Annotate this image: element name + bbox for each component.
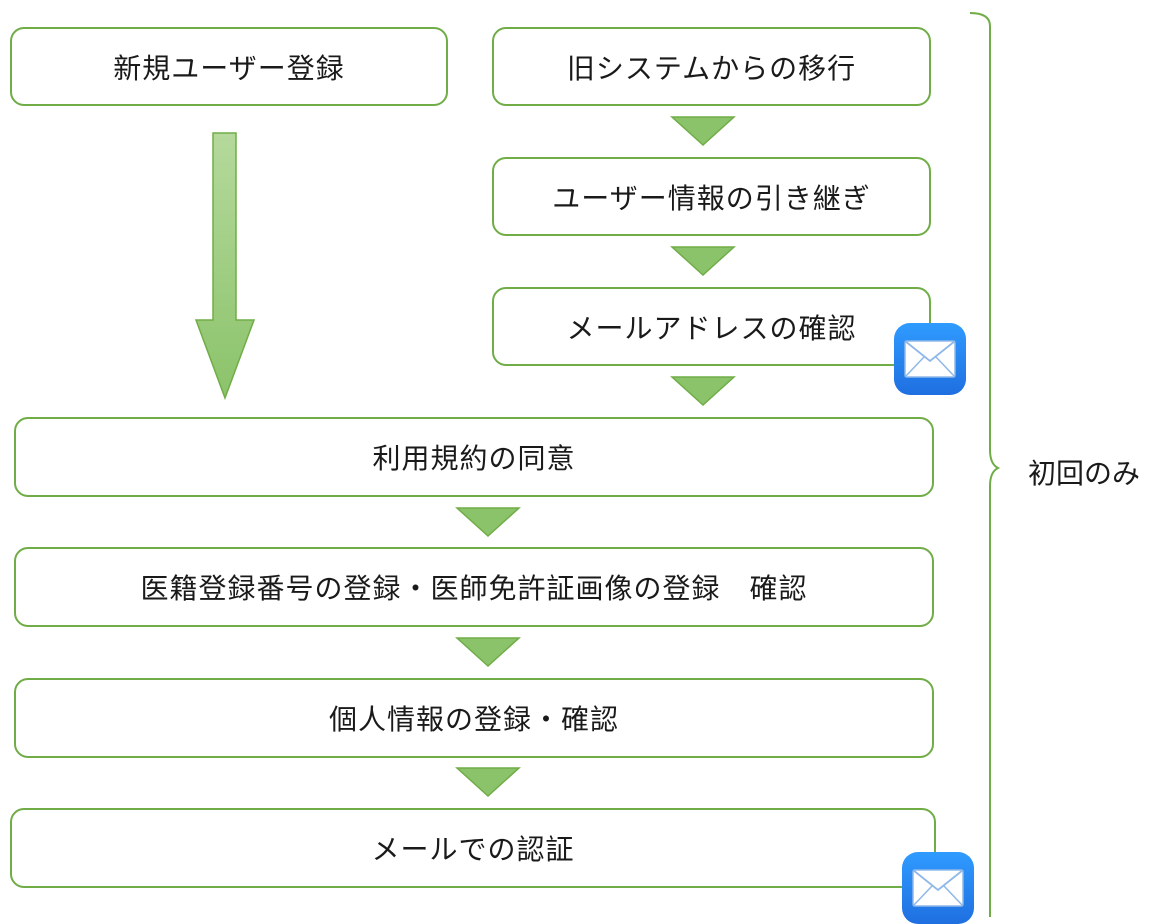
arrow-down-icon — [455, 507, 521, 538]
arrow-down-icon — [670, 376, 736, 407]
arrow-down-icon — [455, 637, 521, 668]
arrow-down-icon — [670, 116, 736, 147]
email-authentication-box: メールでの認証 — [10, 808, 936, 888]
email-authentication-label: メールでの認証 — [371, 833, 575, 866]
email-confirm-box: メールアドレスの確認 — [492, 287, 931, 366]
license-registration-label: 医籍登録番号の登録・医師免許証画像の登録 確認 — [140, 572, 808, 605]
new-user-registration-label: 新規ユーザー登録 — [113, 51, 345, 85]
migration-label: 旧システムからの移行 — [566, 51, 857, 85]
email-confirm-label: メールアドレスの確認 — [566, 311, 857, 345]
arrow-down-icon — [455, 767, 521, 798]
long-arrow-down-icon — [194, 132, 256, 401]
terms-agreement-box: 利用規約の同意 — [14, 417, 934, 497]
personal-info-box: 個人情報の登録・確認 — [14, 678, 934, 758]
inherit-user-info-label: ユーザー情報の引き継ぎ — [552, 181, 871, 215]
mail-icon — [902, 852, 974, 924]
arrow-down-icon — [670, 246, 736, 277]
new-user-registration-box: 新規ユーザー登録 — [10, 27, 448, 106]
terms-agreement-label: 利用規約の同意 — [372, 442, 576, 475]
inherit-user-info-box: ユーザー情報の引き継ぎ — [492, 157, 931, 236]
right-brace — [969, 12, 1001, 917]
mail-icon — [894, 323, 966, 395]
migration-box: 旧システムからの移行 — [492, 27, 931, 106]
license-registration-box: 医籍登録番号の登録・医師免許証画像の登録 確認 — [14, 547, 934, 627]
first-time-only-label: 初回のみ — [1028, 457, 1141, 490]
personal-info-label: 個人情報の登録・確認 — [328, 703, 619, 736]
